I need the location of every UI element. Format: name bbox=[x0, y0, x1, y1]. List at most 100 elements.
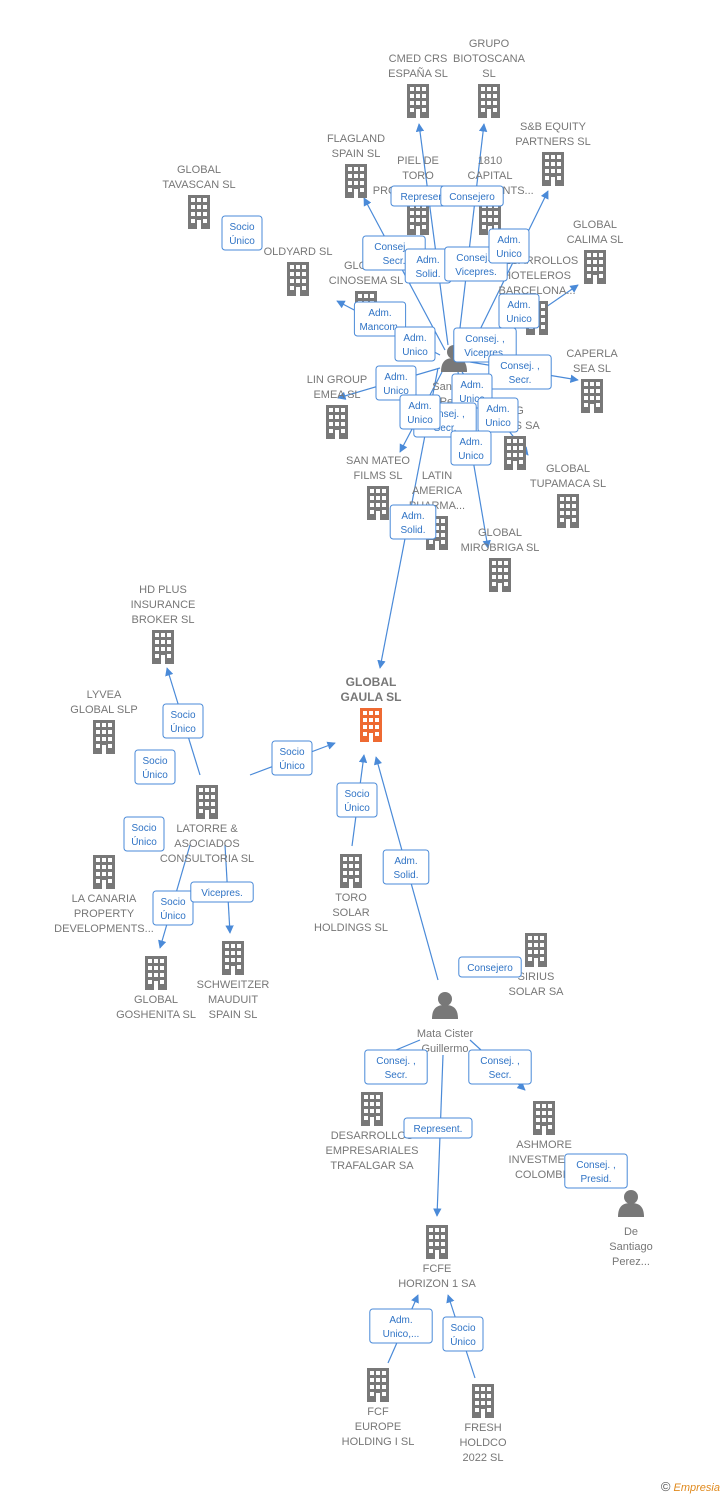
footer-brand[interactable]: © Empresia bbox=[661, 1479, 720, 1494]
edge-santiago-sbequity bbox=[469, 190, 549, 351]
role-badge-b28[interactable]: Consejero bbox=[458, 956, 522, 978]
role-badge-b12[interactable]: Consej. ,Secr. bbox=[488, 354, 552, 390]
node-label-line: PARTNERS SL bbox=[515, 136, 590, 148]
node-label-line: TORO bbox=[402, 170, 434, 182]
badge-label-line: Adm. bbox=[389, 1315, 412, 1326]
badge-label-line: Socio bbox=[131, 823, 156, 834]
node-label-line: BROKER SL bbox=[132, 614, 195, 626]
role-badge-b5[interactable]: Adm.Solid. bbox=[404, 248, 452, 284]
node-label-line: SIRIUS bbox=[518, 971, 555, 983]
node-label-line: LATORRE & bbox=[176, 823, 238, 835]
person-icon bbox=[618, 1190, 644, 1217]
badge-label-line: Adm. bbox=[486, 404, 509, 415]
building-icon bbox=[581, 379, 603, 413]
role-badge-b11[interactable]: Consej. ,Vicepres. bbox=[453, 327, 517, 363]
role-badge-b8[interactable]: Adm.Unico bbox=[498, 293, 540, 329]
badge-box bbox=[394, 326, 436, 362]
role-badge-b17[interactable]: Adm.Unico bbox=[399, 394, 441, 430]
role-badge-b18[interactable]: Adm.Unico bbox=[450, 430, 492, 466]
role-badge-b3[interactable]: Consejero bbox=[440, 185, 504, 207]
node-label-line: OLDYARD SL bbox=[264, 246, 333, 258]
role-badge-b31[interactable]: Represent. bbox=[403, 1117, 473, 1139]
node-label-line: ASOCIADOS bbox=[174, 838, 239, 850]
role-badge-b19[interactable]: Adm.Solid. bbox=[389, 504, 437, 540]
badge-box bbox=[336, 782, 378, 818]
building-icon bbox=[361, 1092, 383, 1126]
node-label-line: CMED CRS bbox=[389, 53, 448, 65]
badge-label-line: Secr. bbox=[385, 1070, 408, 1081]
badge-box bbox=[369, 1308, 433, 1344]
copyright-icon: © bbox=[660, 1479, 671, 1494]
badge-label: Consej. ,Secr. bbox=[425, 409, 464, 434]
role-badge-b13[interactable]: Adm.Unico bbox=[375, 365, 417, 401]
role-badge-b30[interactable]: Consej. ,Secr. bbox=[468, 1049, 532, 1085]
badge-label-line: Socio bbox=[170, 710, 195, 721]
role-badge-b25[interactable]: Vicepres. bbox=[190, 881, 254, 903]
role-badge-b10[interactable]: Adm.Unico bbox=[394, 326, 436, 362]
badge-label: Adm.Unico bbox=[458, 437, 484, 462]
node-label-line: GLOBAL SLP bbox=[70, 704, 137, 716]
node-label-line: TAVASCAN SL bbox=[162, 179, 235, 191]
role-badge-b29[interactable]: Consej. ,Secr. bbox=[364, 1049, 428, 1085]
role-badge-b27[interactable]: Adm.Solid. bbox=[382, 849, 430, 885]
role-badge-b7[interactable]: Adm.Unico bbox=[488, 228, 530, 264]
badge-label-line: Único bbox=[344, 801, 370, 814]
badge-label-line: Vicepres. bbox=[201, 888, 243, 899]
role-badge-b16[interactable]: Adm.Unico bbox=[477, 397, 519, 433]
badge-label-line: Único bbox=[450, 1335, 476, 1348]
node-label-line: BIOTOSCANA bbox=[453, 53, 526, 65]
role-badge-b32[interactable]: Consej. ,Presid. bbox=[564, 1153, 628, 1189]
node-label-line: GLOBAL bbox=[573, 219, 617, 231]
node-oldyard[interactable]: OLDYARD SL bbox=[264, 246, 333, 296]
role-badge-b33[interactable]: Adm.Unico,... bbox=[369, 1308, 433, 1344]
node-label-line: SPAIN SL bbox=[332, 148, 381, 160]
badge-label: Adm.Unico bbox=[407, 401, 433, 426]
role-badge-b9[interactable]: Adm.Mancom. bbox=[353, 301, 407, 337]
badge-label: Consej. ,Secr. bbox=[376, 1056, 415, 1081]
node-label-line: AMERICA bbox=[412, 485, 463, 497]
badge-label-line: Adm. bbox=[384, 372, 407, 383]
badge-label-line: Adm. bbox=[401, 511, 424, 522]
badge-box bbox=[382, 849, 430, 885]
